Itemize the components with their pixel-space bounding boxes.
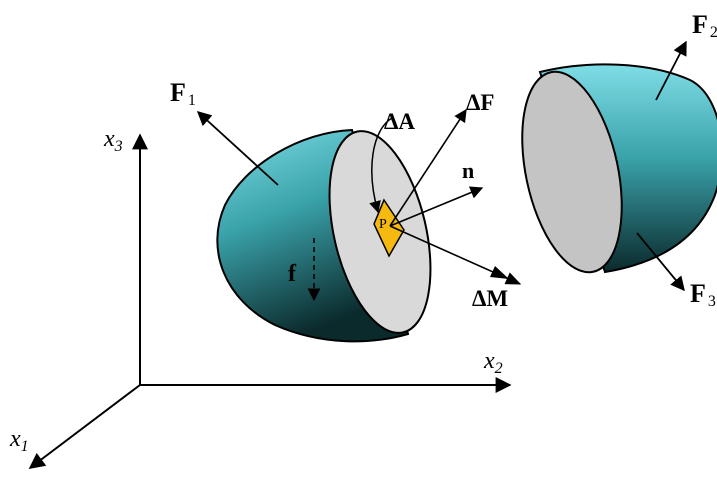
force-f2-arrow	[655, 40, 687, 101]
label-delta-m: ΔM	[472, 286, 508, 311]
left-body	[216, 128, 432, 343]
label-normal-n: n	[462, 158, 474, 183]
coordinate-axes	[28, 133, 512, 469]
axis-x1	[28, 384, 141, 469]
label-delta-f: ΔF	[466, 90, 494, 115]
label-delta-a: ΔA	[384, 109, 415, 134]
normal-n-arrow	[389, 186, 484, 227]
delta-f-arrow	[389, 108, 467, 227]
label-axis-x3: x3	[103, 126, 123, 155]
delta-a-pointer	[369, 117, 393, 214]
delta-m-second-head	[490, 266, 509, 279]
label-body-force-f: f	[288, 261, 297, 287]
force-f3-arrow	[636, 232, 685, 292]
label-axis-x1: x1	[9, 426, 29, 455]
right-body	[521, 63, 717, 274]
right-cut-face	[521, 70, 623, 274]
surface-element-delta-a	[373, 198, 405, 258]
label-point-p: P	[379, 217, 387, 232]
label-axis-x2: x2	[483, 348, 503, 377]
force-f1-arrow	[196, 111, 279, 186]
